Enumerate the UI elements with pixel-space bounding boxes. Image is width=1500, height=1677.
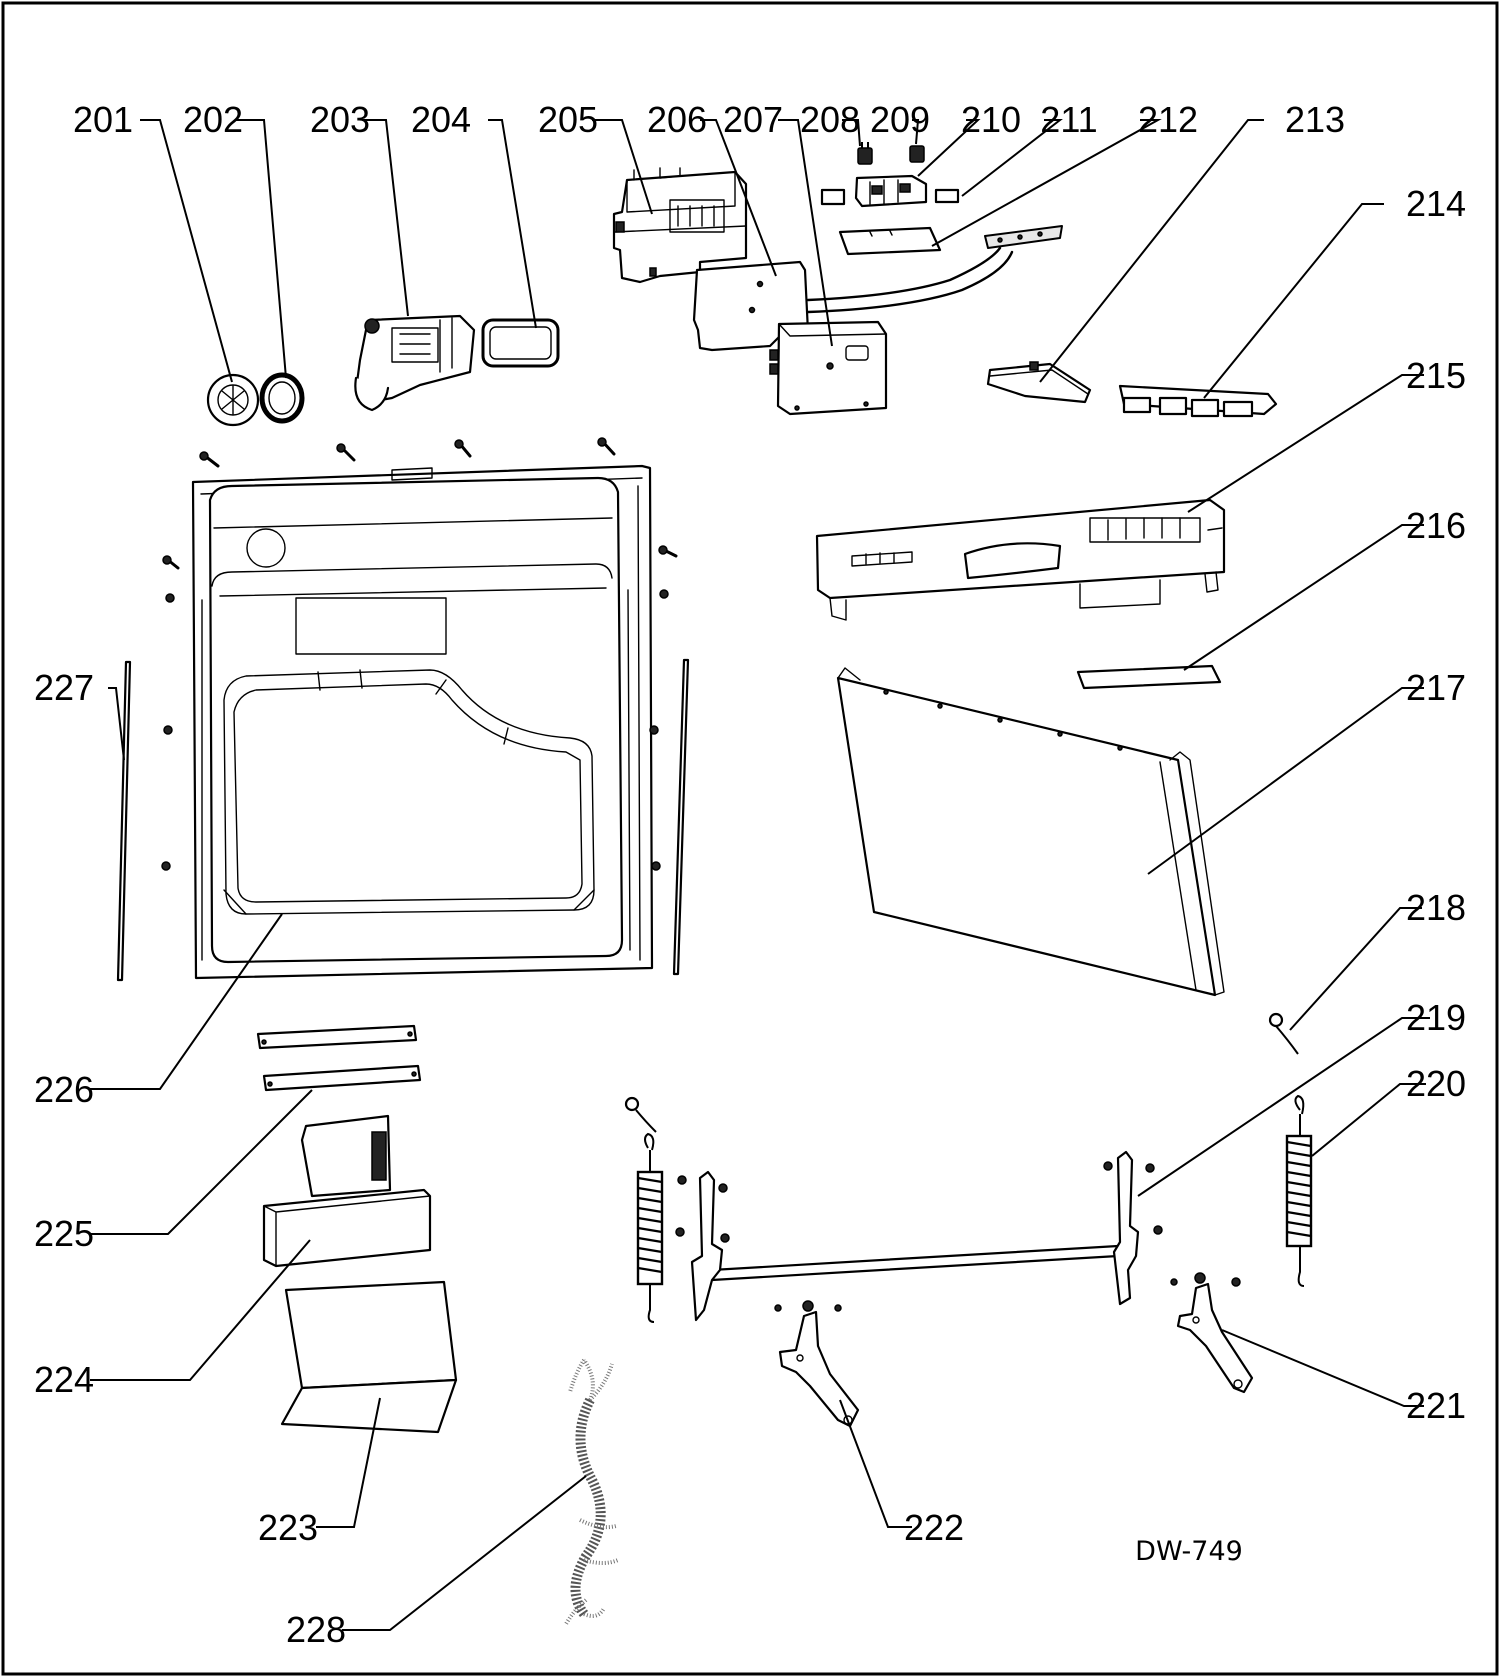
callout-228: 228 (286, 1609, 346, 1650)
part-208-connector (857, 142, 873, 165)
callout-224: 224 (34, 1359, 94, 1400)
part-201-vent (206, 373, 260, 427)
callout-225: 225 (34, 1213, 94, 1254)
part-207-controller-box (769, 320, 888, 416)
callout-226: 226 (34, 1069, 94, 1110)
callout-207: 207 (723, 99, 783, 140)
callout-212: 212 (1138, 99, 1198, 140)
part-223-insulation (280, 1280, 458, 1434)
callout-219: 219 (1406, 997, 1466, 1038)
callout-220: 220 (1406, 1063, 1466, 1104)
callout-203: 203 (310, 99, 370, 140)
ribbon-cable (806, 246, 1014, 314)
part-203-dispenser (354, 314, 476, 412)
callout-201: 201 (73, 99, 133, 140)
callout-215: 215 (1406, 355, 1466, 396)
callout-labels: 201 202 203 204 205 206 207 208 209 210 … (34, 99, 1466, 1650)
part-inner-door (191, 464, 654, 980)
screws (161, 437, 678, 871)
callout-223: 223 (258, 1507, 318, 1548)
callout-209: 209 (870, 99, 930, 140)
part-215-control-panel (815, 498, 1226, 621)
part-222-hinge (774, 1300, 860, 1428)
part-204-seal (481, 318, 560, 368)
part-216-trim-strip (1076, 664, 1222, 690)
part-220-spring (1285, 1094, 1313, 1287)
callout-204: 204 (411, 99, 471, 140)
part-213-latch (986, 361, 1092, 404)
part-225-vent-strip (256, 1024, 422, 1092)
part-220-spring-left (624, 1096, 664, 1323)
callout-208: 208 (800, 99, 860, 140)
callout-210: 210 (961, 99, 1021, 140)
callout-227: 227 (34, 667, 94, 708)
part-228-wiring-harness (564, 1358, 619, 1626)
callout-222: 222 (904, 1507, 964, 1548)
part-212-plate (838, 226, 942, 256)
callout-214: 214 (1406, 183, 1466, 224)
part-218-hook (1268, 1012, 1299, 1055)
part-202-gasket-ring (259, 372, 305, 424)
callout-202: 202 (183, 99, 243, 140)
callout-205: 205 (538, 99, 598, 140)
callout-213: 213 (1285, 99, 1345, 140)
part-212-pcb-strip (984, 225, 1063, 249)
part-224-toe-kick (262, 1114, 432, 1268)
part-221-hinge (1170, 1272, 1254, 1394)
part-219-hinge-bar (675, 1150, 1163, 1322)
part-209-connector (909, 145, 925, 163)
part-205-control-module (612, 167, 748, 284)
callout-206: 206 (647, 99, 707, 140)
part-227-side-strip (116, 658, 690, 982)
part-210-switch-assembly (820, 174, 960, 208)
part-217-door-panel (836, 667, 1225, 997)
callout-218: 218 (1406, 887, 1466, 928)
leader-lines (90, 119, 1430, 1631)
part-214-button-strip (1118, 384, 1278, 418)
callout-221: 221 (1406, 1385, 1466, 1426)
callout-217: 217 (1406, 667, 1466, 708)
callout-216: 216 (1406, 505, 1466, 546)
callout-211: 211 (1040, 99, 1097, 140)
diagram-code: DW-749 (1135, 1536, 1243, 1567)
